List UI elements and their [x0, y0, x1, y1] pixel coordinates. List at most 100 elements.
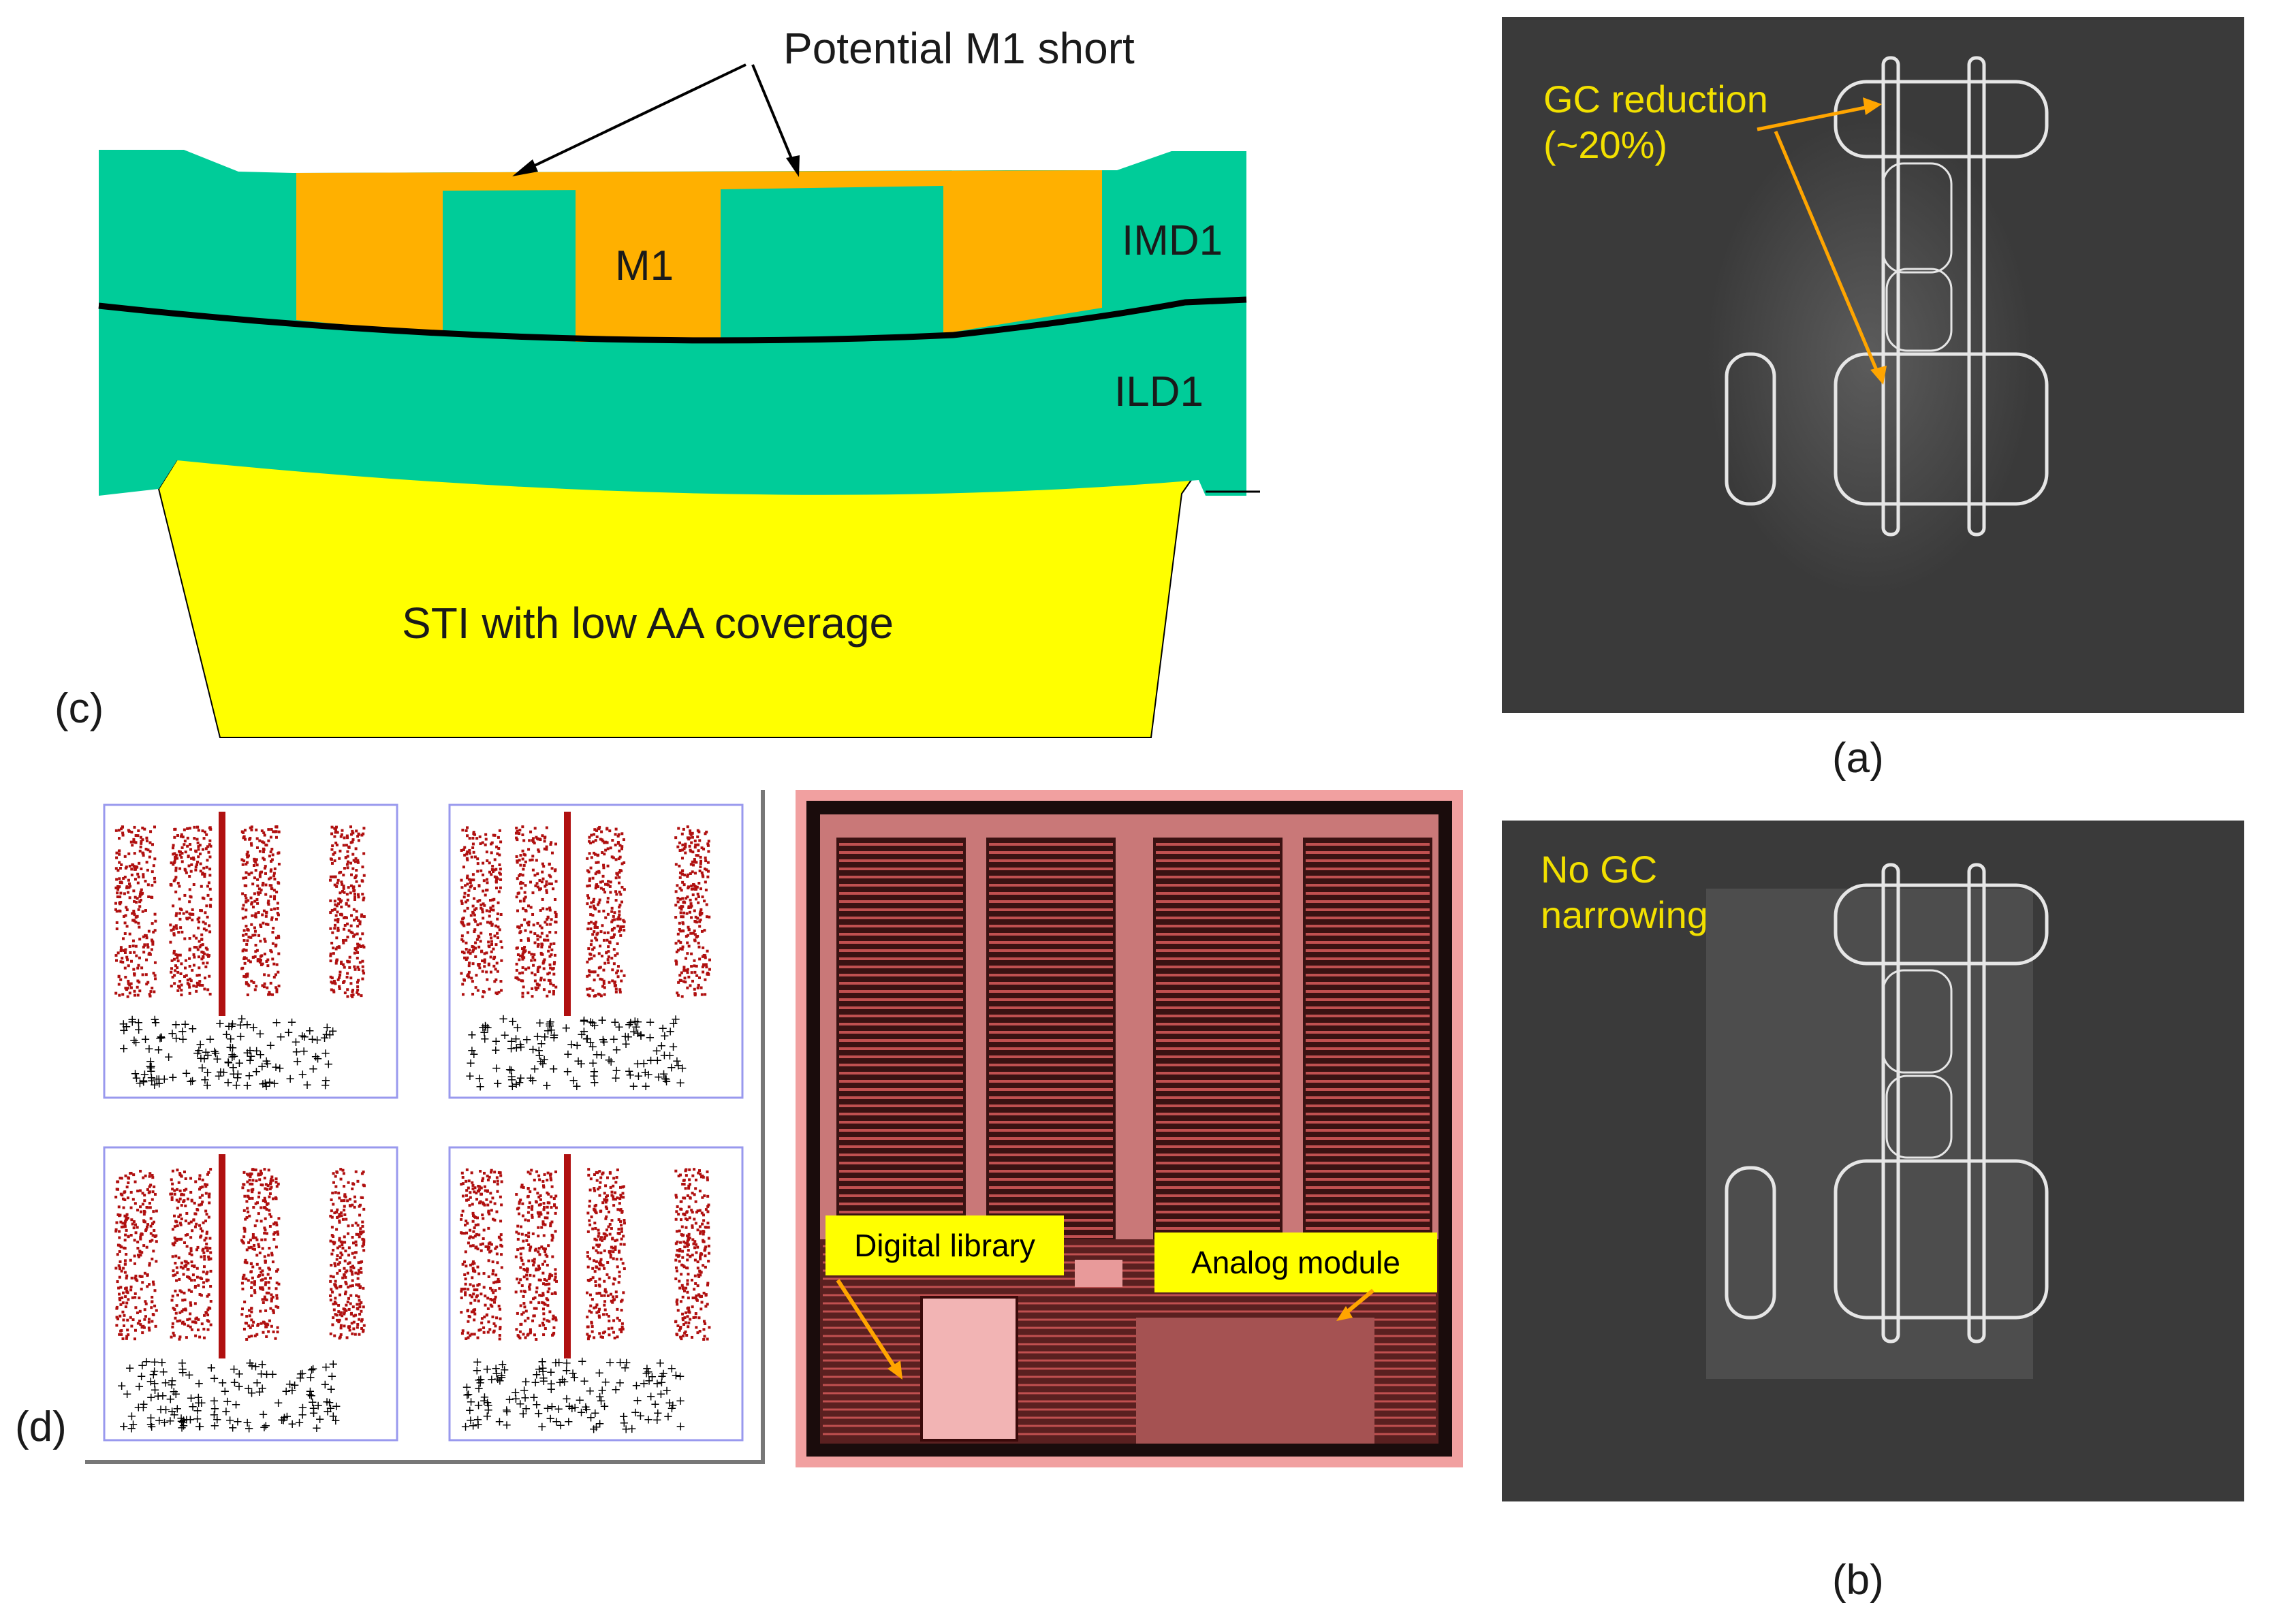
svg-text:+: + — [201, 1045, 211, 1060]
svg-text:+: + — [586, 1411, 596, 1425]
svg-text:+: + — [561, 1021, 571, 1035]
svg-text:+: + — [475, 1080, 486, 1094]
svg-text:+: + — [138, 1397, 148, 1412]
svg-text:+: + — [531, 1368, 541, 1382]
svg-text:+: + — [544, 1017, 554, 1032]
svg-text:+: + — [550, 1356, 561, 1370]
svg-text:+: + — [572, 1038, 582, 1053]
svg-text:+: + — [597, 1384, 608, 1398]
svg-text:+: + — [599, 1399, 610, 1414]
svg-text:+: + — [234, 1367, 245, 1382]
svg-text:+: + — [515, 1397, 525, 1412]
m1-residue — [296, 170, 1102, 191]
svg-text:+: + — [194, 1376, 204, 1390]
svg-text:+: + — [537, 1420, 547, 1434]
svg-text:+: + — [659, 1367, 669, 1381]
svg-text:+: + — [193, 1044, 204, 1058]
svg-text:+: + — [477, 1020, 488, 1034]
digital-library-callout: Digital library — [825, 1215, 1064, 1275]
svg-text:+: + — [625, 1016, 635, 1030]
svg-text:+: + — [642, 1361, 652, 1375]
svg-text:+: + — [154, 1414, 164, 1428]
svg-text:+: + — [140, 1068, 150, 1082]
svg-text:+: + — [633, 1057, 643, 1071]
svg-text:+: + — [612, 1064, 622, 1078]
no-gc-line1: No GC — [1541, 848, 1658, 891]
svg-text:+: + — [292, 1055, 302, 1069]
svg-text:+: + — [194, 1419, 204, 1433]
svg-text:+: + — [134, 1380, 144, 1394]
svg-text:+: + — [633, 1069, 644, 1083]
svg-text:+: + — [283, 1025, 294, 1040]
svg-text:+: + — [483, 1403, 493, 1418]
svg-text:+: + — [615, 1355, 625, 1369]
svg-text:+: + — [635, 1409, 646, 1423]
svg-text:+: + — [327, 1369, 337, 1384]
svg-text:+: + — [486, 1372, 497, 1386]
svg-text:+: + — [571, 1079, 582, 1094]
svg-text:+: + — [287, 1383, 297, 1397]
svg-text:+: + — [308, 1062, 318, 1077]
svg-text:+: + — [466, 1395, 476, 1410]
svg-text:+: + — [645, 1031, 655, 1045]
svg-text:+: + — [257, 1077, 268, 1091]
svg-text:+: + — [133, 1016, 144, 1030]
svg-text:+: + — [621, 1356, 631, 1370]
svg-text:+: + — [644, 1412, 654, 1427]
svg-text:+: + — [266, 1038, 276, 1053]
svg-text:+: + — [257, 1060, 267, 1074]
svg-text:+: + — [539, 1030, 550, 1045]
svg-text:+: + — [130, 1066, 140, 1081]
svg-text:+: + — [655, 1356, 665, 1371]
svg-text:+: + — [172, 1402, 183, 1416]
svg-text:+: + — [491, 1361, 501, 1375]
svg-text:+: + — [490, 1043, 501, 1058]
svg-text:+: + — [161, 1375, 171, 1390]
svg-text:+: + — [661, 1384, 672, 1398]
svg-text:+: + — [657, 1369, 667, 1384]
svg-text:+: + — [199, 1052, 209, 1066]
svg-text:+: + — [331, 1399, 341, 1414]
svg-text:+: + — [209, 1408, 219, 1422]
svg-text:+: + — [289, 1378, 300, 1393]
svg-text:+: + — [247, 1386, 257, 1400]
svg-text:+: + — [576, 1405, 586, 1420]
svg-text:+: + — [520, 1375, 531, 1389]
svg-text:+: + — [537, 1057, 548, 1071]
svg-text:+: + — [620, 1361, 630, 1375]
svg-text:+: + — [539, 1374, 549, 1388]
svg-text:+: + — [671, 1369, 681, 1383]
svg-text:+: + — [305, 1370, 315, 1384]
svg-text:+: + — [619, 1416, 629, 1431]
svg-text:+: + — [479, 1032, 490, 1046]
svg-text:+: + — [563, 1064, 573, 1079]
svg-text:+: + — [153, 1043, 163, 1058]
svg-text:+: + — [157, 1031, 167, 1045]
svg-text:+: + — [502, 1405, 512, 1419]
svg-text:+: + — [673, 1059, 683, 1073]
svg-text:+: + — [141, 1354, 151, 1369]
svg-text:+: + — [630, 1405, 640, 1420]
ild1-layer — [99, 300, 1246, 496]
svg-text:+: + — [181, 1413, 191, 1427]
svg-text:+: + — [227, 1040, 238, 1055]
svg-text:+: + — [167, 1378, 177, 1392]
svg-text:+: + — [501, 1403, 512, 1417]
svg-text:+: + — [472, 1364, 482, 1378]
svg-text:+: + — [659, 1029, 670, 1043]
svg-text:+: + — [212, 1413, 222, 1427]
svg-text:+: + — [125, 1361, 135, 1375]
svg-text:+: + — [262, 1054, 272, 1068]
svg-text:+: + — [541, 1079, 552, 1093]
svg-text:+: + — [647, 1369, 657, 1384]
svg-text:+: + — [171, 1018, 181, 1032]
svg-text:+: + — [652, 1053, 663, 1068]
svg-text:+: + — [166, 1392, 176, 1406]
svg-text:+: + — [483, 1398, 493, 1412]
svg-text:+: + — [210, 1419, 220, 1433]
svg-text:+: + — [482, 1363, 492, 1377]
svg-text:+: + — [535, 1016, 545, 1030]
m1-block-right — [943, 170, 1102, 334]
svg-text:+: + — [506, 1063, 516, 1077]
svg-text:+: + — [473, 1399, 484, 1413]
